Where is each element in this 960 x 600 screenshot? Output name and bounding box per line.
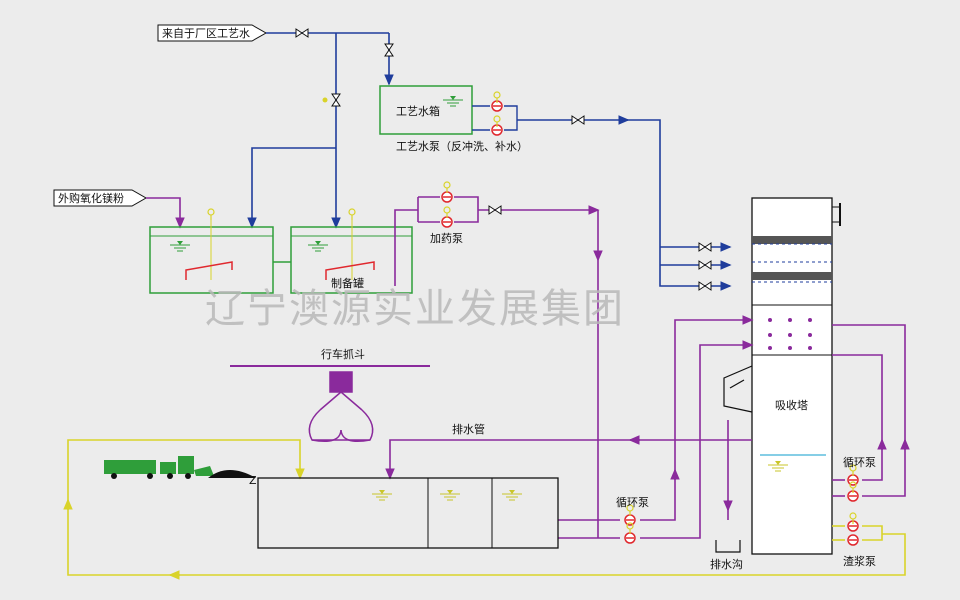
purchased-mgo-tag: 外购氧化镁粉 [53, 189, 148, 207]
drain-ditch [715, 540, 741, 553]
gauge-icon [322, 97, 328, 103]
slag-pool [257, 477, 559, 549]
circulation-pump-right-label: 循环泵 [843, 456, 876, 469]
process-water-tank-label: 工艺水箱 [396, 104, 440, 118]
prep-tanks: 制备罐 [149, 208, 413, 294]
process-water-source-label: 来自于厂区工艺水 [162, 27, 250, 40]
company-watermark: 辽宁澳源实业发展集团 [205, 286, 625, 332]
dosing-pump-label: 加药泵 [430, 232, 463, 245]
slurry-pump-label: 渣浆泵 [843, 554, 876, 568]
overhead-crane-grab: 行车抓斗 [230, 347, 430, 442]
process-water-lines [247, 32, 732, 291]
loader-icon [194, 466, 214, 476]
process-water-tank: 工艺水箱 [379, 85, 473, 135]
process-water-pump-label: 工艺水泵（反冲洗、补水） [396, 139, 528, 153]
overhead-crane-grab-label: 行车抓斗 [321, 347, 365, 361]
circulation-lines [385, 315, 910, 539]
truck-icon [104, 456, 194, 479]
dosing-lines [394, 196, 603, 538]
absorption-tower: 吸收塔 [751, 197, 841, 555]
drain-ditch-label: 排水沟 [710, 557, 743, 571]
process-water-pump [472, 105, 518, 131]
drain-pipe-label: 排水管 [452, 422, 485, 436]
slurry-return-lines [63, 439, 906, 580]
purchased-mgo-label: 外购氧化镁粉 [58, 191, 124, 205]
slag-heap-icon [208, 470, 256, 478]
absorption-tower-label: 吸收塔 [775, 398, 808, 412]
flue-inlet [723, 365, 753, 413]
process-water-source-tag: 来自于厂区工艺水 [157, 24, 268, 42]
z-mark: Z [249, 474, 257, 487]
prep-tank-label: 制备罐 [331, 276, 364, 290]
circulation-pump-left-label: 循环泵 [616, 496, 649, 509]
